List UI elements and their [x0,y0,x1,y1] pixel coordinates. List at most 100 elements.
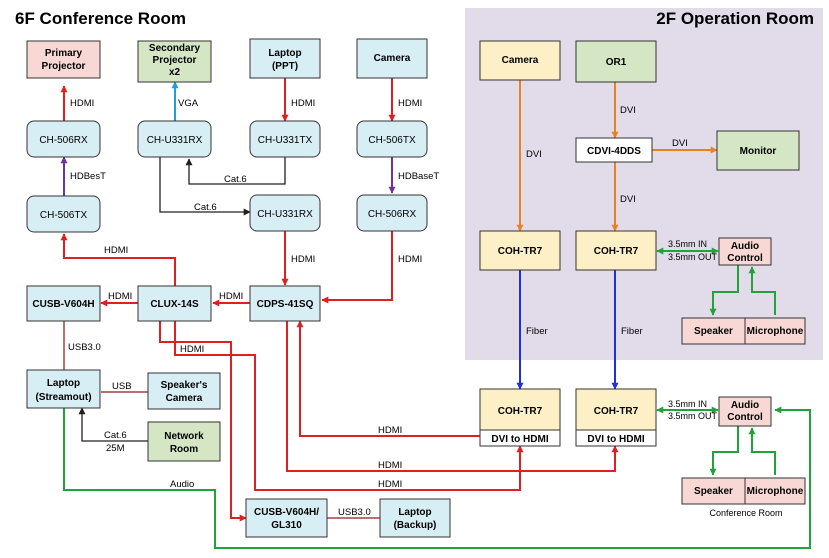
svg-text:Microphone: Microphone [747,326,804,337]
svg-text:Monitor: Monitor [740,146,777,157]
svg-text:CDVI-4DDS: CDVI-4DDS [587,146,641,157]
svg-text:(Streamout): (Streamout) [35,392,91,403]
edge-laptop-audio [63,406,811,549]
svg-text:Secondary: Secondary [149,43,201,54]
node-chu331rx-mid: CH-U331RX [249,194,321,232]
svg-text:Audio: Audio [731,241,759,252]
node-speakers-camera: Speaker's Camera [147,372,221,410]
svg-text:COH-TR7: COH-TR7 [498,246,543,257]
svg-text:Projector: Projector [153,55,197,66]
connectors [60,78,811,549]
edge-labels: HDMI VGA HDMI HDMI HDBesT HDBaseT Cat.6 … [68,98,718,518]
svg-text:(Backup): (Backup) [394,520,437,531]
svg-text:CH-506TX: CH-506TX [40,210,88,221]
label-usb30-a: USB3.0 [68,342,101,353]
label-hdbaset: HDBaseT [398,171,439,182]
nodes: Primary Projector Secondary Projector x2… [26,38,806,538]
svg-text:Laptop: Laptop [47,378,80,389]
node-cusb-v604h: CUSB-V604H [26,285,101,322]
label-hdbest: HDBesT [70,171,106,182]
edge-506rx-cdps [321,231,393,304]
node-cusb-gl310: CUSB-V604H/ GL310 [245,498,328,538]
svg-text:CH-506TX: CH-506TX [368,135,416,146]
label-fiber-b: Fiber [621,326,643,337]
label-out-bottom: 3.5mm OUT [668,411,718,421]
svg-text:Network: Network [164,431,204,442]
svg-text:Speaker: Speaker [694,486,733,497]
label-hdmi-clux-cusb: HDMI [108,291,132,302]
node-clux-14s: CLUX-14S [137,285,212,322]
svg-text:Speaker's: Speaker's [161,380,208,391]
label-dvi-camera: DVI [526,149,542,160]
edge-clux-cohc [174,320,524,491]
label-hdmi-clux-cohc: HDMI [378,479,402,490]
edge-clux-gl310 [159,320,247,522]
node-ch506rx-top: CH-506RX [26,120,101,158]
title-6f-conference-room: 6F Conference Room [15,9,186,28]
edge-cohc-cdps [296,320,480,437]
edge-cdps-cohd [286,321,619,472]
svg-text:Projector: Projector [42,61,86,72]
svg-text:Microphone: Microphone [747,486,804,497]
label-hdmi-primary: HDMI [70,98,94,109]
edge-mic-audio-bottom [748,427,776,475]
svg-text:CLUX-14S: CLUX-14S [150,299,199,310]
node-chu331rx-top: CH-U331RX [137,120,212,158]
svg-text:Camera: Camera [502,55,539,66]
svg-text:Control: Control [727,253,763,264]
svg-text:CH-U331TX: CH-U331TX [258,135,313,146]
svg-text:Speaker: Speaker [694,326,733,337]
label-in-top: 3.5mm IN [668,239,707,249]
svg-text:CUSB-V604H/: CUSB-V604H/ [254,507,319,518]
node-coh-tr7-a: COH-TR7 [479,230,561,271]
label-cat6-25m-a: Cat.6 [104,430,127,441]
node-camera-6f: Camera [356,38,428,79]
label-in-bottom: 3.5mm IN [668,399,707,409]
label-dvi-monitor: DVI [672,138,688,149]
label-out-top: 3.5mm OUT [668,252,718,262]
node-speaker-top: Speaker [681,317,746,345]
node-or1: OR1 [575,40,657,83]
svg-text:CH-506RX: CH-506RX [368,209,417,220]
svg-text:CDPS-41SQ: CDPS-41SQ [257,299,314,310]
label-dvi-cdvi-coh: DVI [620,194,636,205]
node-coh-tr7-b: COH-TR7 [575,230,657,271]
label-vga: VGA [178,98,199,109]
svg-text:OR1: OR1 [606,57,627,68]
node-laptop-ppt: Laptop (PPT) [249,38,321,79]
node-network-room: Network Room [147,421,221,462]
svg-text:(PPT): (PPT) [272,61,298,72]
label-cat6-b: Cat.6 [194,202,217,213]
node-audio-control-bottom: Audio Control [718,396,772,427]
label-usb30-b: USB3.0 [338,507,371,518]
svg-text:x2: x2 [169,67,181,78]
node-microphone-bottom: Microphone [744,477,806,505]
svg-text:Control: Control [727,412,763,423]
title-2f-operation-room: 2F Operation Room [656,9,814,28]
svg-text:DVI to HDMI: DVI to HDMI [587,434,644,445]
node-ch506tx-mid: CH-506TX [26,195,101,233]
node-secondary-projector: Secondary Projector x2 [137,40,212,83]
svg-text:Camera: Camera [166,393,203,404]
label-hdmi-cdps-clux: HDMI [219,291,243,302]
svg-text:COH-TR7: COH-TR7 [594,406,639,417]
label-usb: USB [112,381,132,392]
svg-text:Laptop: Laptop [268,48,301,59]
label-dvi-or1: DVI [620,105,636,116]
svg-text:GL310: GL310 [271,520,302,531]
node-cdps-41sq: CDPS-41SQ [249,285,321,322]
label-fiber-a: Fiber [526,326,548,337]
node-coh-tr7-d: COH-TR7 DVI to HDMI [575,388,657,447]
svg-text:Primary: Primary [45,48,83,59]
svg-text:Laptop: Laptop [398,507,431,518]
label-audio: Audio [170,479,194,490]
label-hdmi-to-ch506tx: HDMI [104,245,128,256]
node-ch506tx-top: CH-506TX [356,120,428,158]
edge-u331rx-u331rx-mid [159,157,251,216]
edge-u331tx-u331rx-top [185,157,286,185]
label-hdmi-cdps-cohd: HDMI [378,460,402,471]
label-hdmi-coh-cdps: HDMI [378,425,402,436]
label-hdmi-camera-6f: HDMI [398,98,422,109]
svg-text:Camera: Camera [374,53,411,64]
